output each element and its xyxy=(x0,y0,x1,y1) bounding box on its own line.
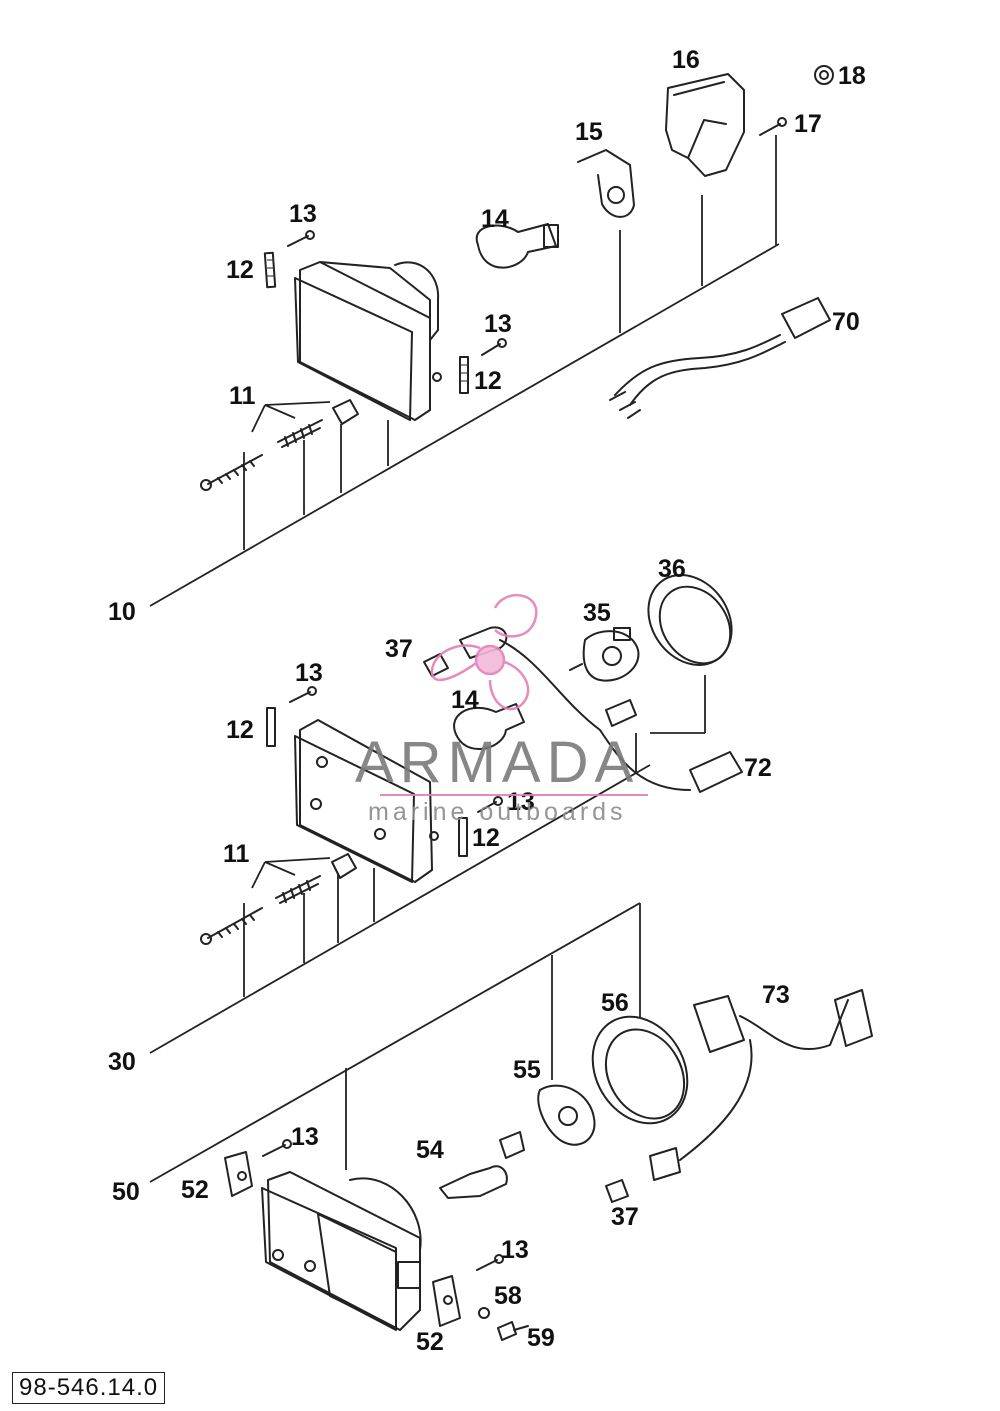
callout-14: 14 xyxy=(451,686,479,714)
group-30-assembly: 30 11 12 12 13 13 14 35 36 37 72 xyxy=(108,555,772,1076)
callout-55: 55 xyxy=(513,1056,541,1084)
clip-12-upper xyxy=(263,251,277,289)
screw-11-long xyxy=(200,454,263,491)
callout-12: 12 xyxy=(474,367,502,395)
callout-58: 58 xyxy=(494,1282,522,1310)
screw-13-c xyxy=(289,686,317,703)
callout-13: 13 xyxy=(295,659,323,687)
callout-54: 54 xyxy=(416,1136,444,1164)
sleeve-11 xyxy=(332,399,359,425)
callout-56: 56 xyxy=(601,989,629,1017)
screw-17 xyxy=(759,117,787,136)
grommet-18 xyxy=(814,65,834,85)
callout-16: 16 xyxy=(672,46,700,74)
watermark-subtitle: marine outboards xyxy=(368,798,627,826)
callout-13: 13 xyxy=(484,310,512,338)
callout-11: 11 xyxy=(229,382,256,410)
callout-14: 14 xyxy=(481,205,509,233)
group-10-assembly: 10 11 12 12 13 13 14 15 16 17 18 70 xyxy=(108,46,866,626)
holder-55 xyxy=(537,1084,596,1146)
watermark: ARMADA marine outboards xyxy=(355,594,648,826)
callout-11: 11 xyxy=(223,840,250,868)
callout-13: 13 xyxy=(501,1236,529,1264)
callout-70: 70 xyxy=(832,308,860,336)
armada-propeller-logo xyxy=(430,594,538,711)
callout-12: 12 xyxy=(226,716,254,744)
callout-12: 12 xyxy=(472,824,500,852)
callout-59: 59 xyxy=(527,1324,555,1352)
callout-52: 52 xyxy=(416,1328,444,1356)
bulb-54 xyxy=(439,1131,525,1199)
harness-73 xyxy=(649,989,873,1181)
callout-37: 37 xyxy=(385,635,413,663)
drawing-reference-code: 98-546.14.0 xyxy=(12,1372,166,1404)
screw-13-upper xyxy=(287,230,315,247)
harness-70 xyxy=(609,297,831,419)
holder-15 xyxy=(577,149,635,218)
callout-37: 37 xyxy=(611,1203,639,1231)
screw-11-long-b xyxy=(200,907,263,945)
spring-11-b xyxy=(275,875,321,904)
callout-13: 13 xyxy=(289,200,317,228)
callout-36: 36 xyxy=(658,555,686,583)
clip-12-c xyxy=(266,707,276,747)
callout-17: 17 xyxy=(794,110,822,138)
callout-13: 13 xyxy=(291,1123,319,1151)
group-50-assembly: 50 52 52 13 13 54 55 56 73 37 58 59 xyxy=(112,902,873,1356)
callout-10: 10 xyxy=(108,598,136,626)
headlamp-50 xyxy=(261,1171,422,1331)
nut-58 xyxy=(478,1307,490,1319)
bracket-52-b xyxy=(432,1275,461,1327)
callout-73: 73 xyxy=(762,981,790,1009)
harness-72 xyxy=(499,639,743,793)
bulb-14-upper xyxy=(475,223,559,269)
bolt-59 xyxy=(497,1321,529,1341)
headlamp-10 xyxy=(294,261,442,421)
sleeve-11-b xyxy=(331,853,357,879)
holder-35 xyxy=(582,627,640,682)
headlamp-30 xyxy=(294,719,439,883)
spring-11 xyxy=(277,419,323,448)
callout-13: 13 xyxy=(507,788,535,816)
callout-30: 30 xyxy=(108,1048,136,1076)
callout-12: 12 xyxy=(226,256,254,284)
screw-13-e xyxy=(262,1139,292,1157)
clip-12-lower xyxy=(459,356,469,394)
ring-36 xyxy=(647,574,733,666)
bracket-52-a xyxy=(224,1151,253,1197)
clip-12-d xyxy=(458,817,468,857)
screw-13-lower xyxy=(481,338,507,356)
cover-16 xyxy=(665,73,745,177)
screw-13-f xyxy=(476,1254,504,1271)
bulb-14-b xyxy=(453,703,525,750)
ring-56 xyxy=(591,1015,689,1125)
callout-50: 50 xyxy=(112,1178,140,1206)
callout-35: 35 xyxy=(583,599,611,627)
callout-15: 15 xyxy=(575,118,603,146)
callout-52: 52 xyxy=(181,1176,209,1204)
bulb-37-b xyxy=(605,1179,629,1203)
screw-13-d xyxy=(477,796,503,813)
callout-72: 72 xyxy=(744,754,772,782)
callout-18: 18 xyxy=(838,62,866,90)
watermark-title: ARMADA xyxy=(355,730,639,795)
